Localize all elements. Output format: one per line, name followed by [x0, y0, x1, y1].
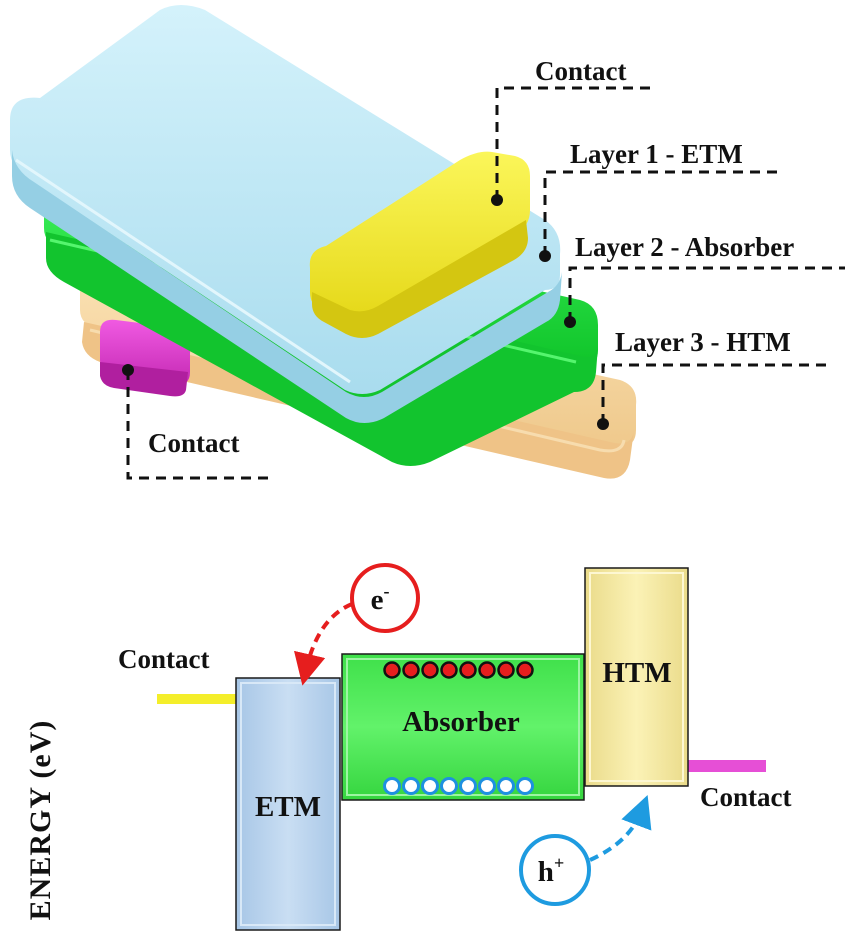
label-layer1-etm: Layer 1 - ETM — [570, 139, 743, 169]
htm-band — [584, 567, 689, 787]
electron-dot — [421, 661, 439, 679]
hole-dot — [421, 777, 439, 795]
hole-dot — [440, 777, 458, 795]
leader-layer2 — [568, 266, 845, 322]
absorber-label: Absorber — [402, 706, 520, 738]
energy-axis-text: ENERGY (eV) — [24, 719, 57, 921]
band-diagram: Absorber ETM HTM Contact Contact e- h+ — [118, 563, 791, 931]
label-bottom-contact: Contact — [148, 428, 239, 458]
left-contact-bar — [157, 694, 237, 704]
right-contact-bar — [688, 760, 766, 772]
leader-lines — [126, 86, 845, 480]
electron-dot — [402, 661, 420, 679]
leader-layer1 — [543, 170, 780, 256]
absorber-band — [341, 653, 585, 801]
electron-transfer: e- — [294, 563, 420, 686]
electron-circle — [350, 563, 420, 633]
hole-dot — [402, 777, 420, 795]
left-contact-label: Contact — [118, 644, 209, 674]
label-layer3-htm: Layer 3 - HTM — [615, 327, 791, 357]
leader-bottom-contact — [126, 370, 268, 480]
etm-band — [235, 677, 341, 931]
electron-dot — [478, 661, 496, 679]
hole-dot — [497, 777, 515, 795]
hole-circle — [519, 834, 591, 906]
hole-row — [383, 777, 534, 795]
hole-arrow — [589, 795, 652, 862]
electron-dot — [383, 661, 401, 679]
leader-dots — [122, 194, 609, 430]
electron-symbol: e- — [371, 581, 390, 616]
electron-dot — [516, 661, 534, 679]
electron-dot — [459, 661, 477, 679]
electron-row — [383, 661, 534, 679]
htm-label: HTM — [602, 657, 671, 689]
hole-transfer: h+ — [519, 795, 652, 906]
etm-label: ETM — [255, 791, 321, 823]
energy-axis-label: ENERGY (eV) — [6, 700, 76, 940]
leader-top-contact — [495, 86, 650, 200]
leader-layer3 — [601, 363, 830, 424]
label-layer2-absorber: Layer 2 - Absorber — [575, 232, 794, 262]
top-contact-block — [309, 151, 530, 338]
electron-dot — [497, 661, 515, 679]
electron-arrow — [294, 602, 353, 686]
hole-symbol: h+ — [538, 853, 564, 888]
hole-dot — [516, 777, 534, 795]
hole-dot — [383, 777, 401, 795]
hole-dot — [478, 777, 496, 795]
right-contact-label: Contact — [700, 782, 791, 812]
label-top-contact: Contact — [535, 56, 626, 86]
hole-dot — [459, 777, 477, 795]
electron-dot — [440, 661, 458, 679]
